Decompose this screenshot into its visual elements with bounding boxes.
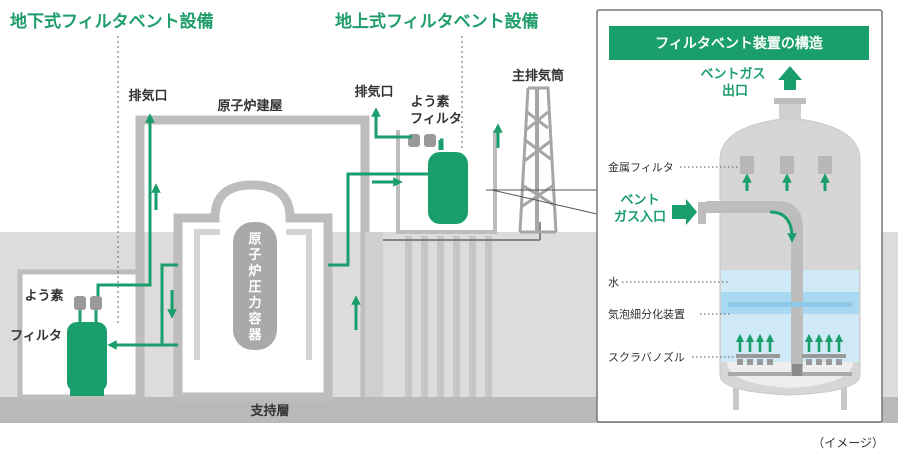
underground-iodine-filter <box>74 296 102 322</box>
reactor-pressure-vessel <box>233 222 277 350</box>
svg-text:力: 力 <box>248 295 261 311</box>
outlet-flange <box>774 98 806 104</box>
svg-text:フィルタ: フィルタ <box>410 112 462 127</box>
scrubber-nozzles <box>728 354 852 376</box>
water-label: 水 <box>608 276 619 289</box>
underground-vent-pipes <box>96 113 178 350</box>
inlet-flow-arrow <box>769 210 797 243</box>
water-layer <box>721 270 859 292</box>
aboveground-vent-pipes <box>328 107 503 330</box>
outlet-nozzle <box>779 100 801 120</box>
underground-filter-vessel <box>67 322 107 392</box>
containment-inner-wall <box>194 229 312 360</box>
scrubber-nozzle-label: スクラバノズル <box>608 350 685 364</box>
main-exhaust-stack <box>518 86 558 234</box>
scrubber-arrows <box>735 333 844 352</box>
aboveground-iodine-label: よう素 フィルタ <box>410 94 462 127</box>
aboveground-filter-vessel <box>428 152 468 224</box>
exhaust-label-right: 排気口 <box>354 84 393 100</box>
bubble-device-label: 気泡細分化装置 <box>608 307 685 321</box>
svg-text:圧: 圧 <box>248 280 261 295</box>
metal-filter-label: 金属フィルタ <box>608 160 674 174</box>
vessel-leg-left <box>733 388 739 410</box>
inlet-label-1: ベント <box>620 193 659 208</box>
metal-filters <box>740 156 832 174</box>
image-note: （イメージ） <box>812 436 884 450</box>
reactor-building-label: 原子炉建屋 <box>217 98 282 114</box>
inlet-flange <box>698 202 706 224</box>
underground-iodine-label: よう素 フィルタ <box>10 288 63 344</box>
structure-panel-title-bar <box>609 26 869 60</box>
outlet-big-arrow <box>778 66 802 90</box>
outlet-label-2: 出口 <box>722 83 748 99</box>
vessel-leg-right <box>841 388 847 410</box>
inlet-pipe <box>706 201 803 372</box>
exhaust-label-left: 排気口 <box>128 88 167 104</box>
svg-text:炉: 炉 <box>248 263 261 279</box>
underground-filter-legs <box>70 388 104 396</box>
svg-text:子: 子 <box>248 248 261 263</box>
svg-text:よう素: よう素 <box>410 94 449 110</box>
metal-filter-arrows <box>742 173 830 191</box>
foundation-piles <box>405 236 492 397</box>
inlet-big-arrow <box>672 199 697 225</box>
structure-panel-title: フィルタベント装置の構造 <box>655 35 823 52</box>
svg-text:フィルタ: フィルタ <box>10 329 62 344</box>
reactor-building-right-block <box>365 232 383 397</box>
svg-text:容: 容 <box>247 311 261 327</box>
aboveground-iodine-filter <box>408 134 442 150</box>
pressure-vessel-label: 原 子 炉 圧 力 容 器 <box>247 232 262 343</box>
callout-line-bottom <box>491 189 598 215</box>
inlet-label-2: ガス入口 <box>614 210 666 225</box>
main-stack-label: 主排気筒 <box>512 68 564 84</box>
svg-text:原: 原 <box>248 232 261 247</box>
svg-text:よう素: よう素 <box>24 288 63 304</box>
support-layer-label: 支持層 <box>249 403 289 419</box>
title-aboveground: 地上式フィルタベント設備 <box>335 11 539 32</box>
bubble-device <box>728 302 852 307</box>
title-underground: 地下式フィルタベント設備 <box>10 11 214 32</box>
outlet-label-1: ベントガス <box>700 67 765 82</box>
svg-text:器: 器 <box>247 328 262 343</box>
